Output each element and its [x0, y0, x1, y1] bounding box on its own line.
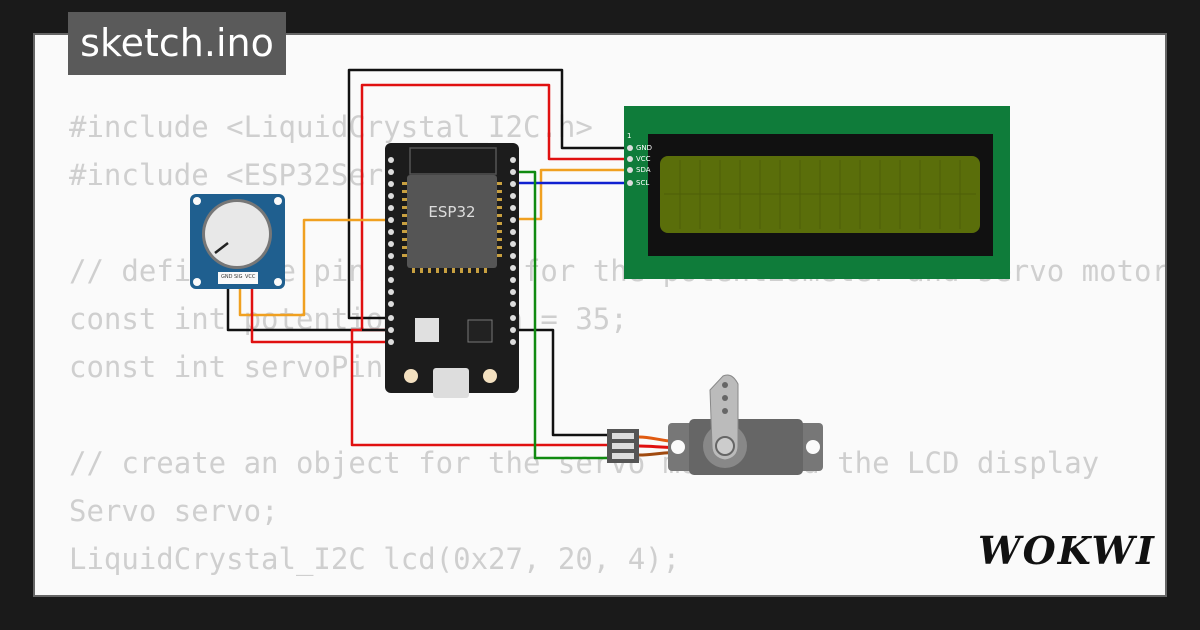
file-tab[interactable]: sketch.ino [68, 12, 286, 75]
wire-sda [512, 168, 630, 221]
code-line: LiquidCrystal_I2C lcd(0x27, 20, 4); [69, 542, 681, 576]
wire-servo-vcc [350, 328, 610, 447]
servo-motor[interactable] [607, 374, 823, 475]
en-button[interactable] [483, 369, 497, 383]
wire-servo-gnd [512, 328, 610, 437]
lcd-pin-vcc [627, 156, 633, 162]
lcd-pin-label: GND [636, 144, 652, 152]
usb-port [433, 368, 469, 398]
lcd-pin-label: SCL [636, 179, 649, 187]
potentiometer[interactable]: GND SIG VCC [190, 194, 285, 289]
lcd-char-grid [664, 160, 976, 229]
esp32-label: ESP32 [428, 203, 475, 221]
wire-pot-vcc [250, 285, 390, 344]
wokwi-logo: WOKWI [978, 528, 1156, 573]
usb-chip [467, 319, 493, 343]
potentiometer-knob[interactable] [205, 202, 269, 266]
lcd-pin-label: VCC [636, 155, 651, 163]
wire-servo-signal [512, 170, 610, 460]
lcd-pin-sda [627, 167, 633, 173]
lcd-display[interactable]: 1 GND VCC SDA SCL [624, 106, 1010, 279]
lcd-pin-label: SDA [636, 166, 651, 174]
pot-pin-label: VCC [245, 274, 256, 280]
wire-pot-signal [238, 218, 390, 317]
wire-pot-gnd [226, 285, 390, 332]
pot-pin-label: SIG [234, 274, 243, 280]
esp32-board[interactable]: ESP32 [385, 143, 519, 398]
esp32-module-pins [402, 182, 502, 273]
wire-gnd-lcd [347, 68, 630, 320]
lcd-pin-gnd [627, 145, 633, 151]
lcd-pin1-label: 1 [627, 132, 631, 140]
pot-pin-label: GND [221, 274, 233, 280]
voltage-regulator [415, 318, 439, 342]
code-line: #include <LiquidCrystal_I2C.h> [69, 110, 593, 144]
boot-button[interactable] [404, 369, 418, 383]
potentiometer-indicator [214, 242, 229, 254]
code-line: Servo servo; [69, 494, 279, 528]
lcd-pin-scl [627, 180, 633, 186]
esp32-header-pins [388, 157, 516, 345]
